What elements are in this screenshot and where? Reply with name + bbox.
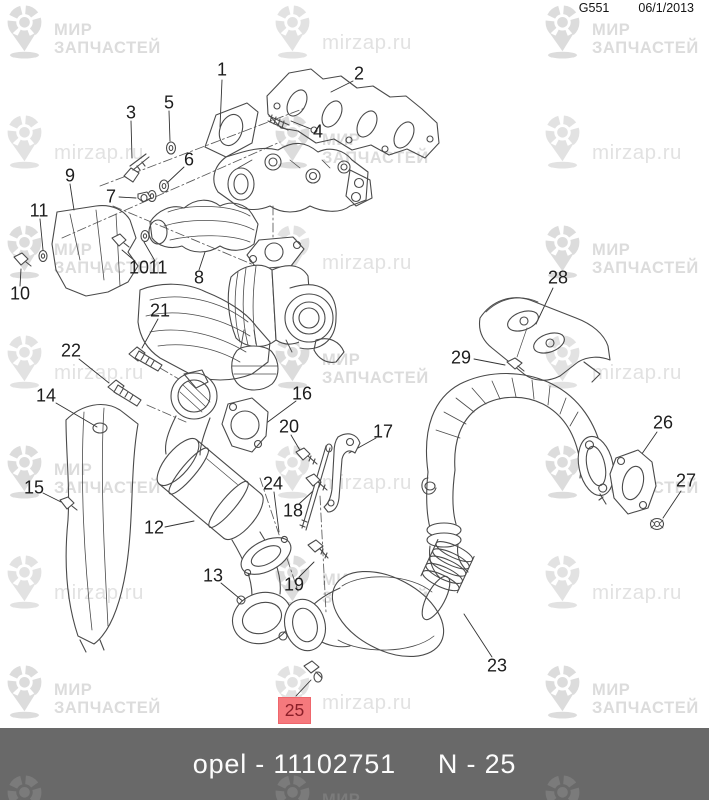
callout-5: 5 xyxy=(163,92,175,113)
callout-28: 28 xyxy=(547,267,569,288)
drawing-date: 06/1/2013 xyxy=(638,1,694,15)
callout-23: 23 xyxy=(486,655,508,676)
callout-26: 26 xyxy=(652,412,674,433)
part-7-nut xyxy=(137,191,152,203)
callout-22: 22 xyxy=(60,340,82,361)
callout-7: 7 xyxy=(105,186,117,207)
callout-10-2: 10 xyxy=(128,257,150,278)
callout-27: 27 xyxy=(675,470,697,491)
callout-12: 12 xyxy=(143,517,165,538)
callout-4: 4 xyxy=(312,121,324,142)
callout-21: 21 xyxy=(149,300,171,321)
part-4-stud xyxy=(267,114,290,131)
callout-9: 9 xyxy=(64,165,76,186)
callout-19: 19 xyxy=(283,574,305,595)
footer-part-text: opel - 11102751 xyxy=(192,748,396,779)
drawing-header: G551 06/1/2013 xyxy=(579,1,694,15)
part-29-bolt xyxy=(506,357,525,372)
part-23-front-pipe xyxy=(283,372,615,658)
part-8-manifold-heat-shield xyxy=(148,199,259,253)
callout-24: 24 xyxy=(262,473,284,494)
part-28-heat-shield xyxy=(478,297,611,383)
watermark-url: mirzap.ru xyxy=(2,772,144,800)
mirzap-pin-logo-icon xyxy=(2,772,47,800)
drawing-code: G551 xyxy=(578,1,610,15)
callout-11-2: 11 xyxy=(148,257,168,278)
assembly-axis-lines xyxy=(61,107,327,613)
part-18-stud xyxy=(299,443,333,531)
part-11-washer-center xyxy=(140,229,150,243)
callout-2: 2 xyxy=(353,63,365,84)
callout-3: 3 xyxy=(125,102,137,123)
part-12-catalytic-converter xyxy=(156,369,281,597)
part-15-bolt xyxy=(59,496,78,511)
highlight-callout-label: 25 xyxy=(284,700,305,720)
part-5-washer xyxy=(165,141,177,155)
callout-11: 11 xyxy=(29,200,49,221)
callout-18: 18 xyxy=(282,500,304,521)
callout-17: 17 xyxy=(372,421,394,442)
part-16-gasket xyxy=(221,397,269,453)
part-10-bolt-left xyxy=(13,252,32,267)
callout-10: 10 xyxy=(9,283,31,304)
callout-29: 29 xyxy=(450,347,472,368)
part-27-nut xyxy=(649,517,665,531)
part-21-bolt xyxy=(128,346,163,372)
part-turbocharger xyxy=(227,264,345,391)
footer-position-text: N - 25 xyxy=(437,748,517,779)
watermark-url: mirzap.ru xyxy=(540,772,682,800)
callout-1: 1 xyxy=(216,59,228,80)
part-9-heat-shield xyxy=(51,205,271,381)
part-19-bolt xyxy=(307,539,329,559)
callout-8: 8 xyxy=(193,267,205,288)
highlight-callout-25[interactable]: 25 xyxy=(278,697,311,724)
part-3-bolt xyxy=(123,153,150,183)
callout-20: 20 xyxy=(278,416,300,437)
part-17-bracket xyxy=(323,433,361,513)
callout-15: 15 xyxy=(23,477,45,498)
mirzap-pin-logo-icon xyxy=(540,772,585,800)
part-11-washer-left xyxy=(38,249,48,263)
part-10-bolt-center xyxy=(111,233,130,248)
callout-6: 6 xyxy=(183,149,195,170)
part-26-gasket xyxy=(609,449,657,515)
part-25-bolt xyxy=(303,660,323,683)
part-22-bolt xyxy=(107,379,142,407)
turbo-inlet-flange xyxy=(246,236,305,270)
part-1-exhaust-manifold xyxy=(204,102,373,213)
part-14-heat-shield xyxy=(65,404,139,653)
parts-diagram-art xyxy=(13,68,682,697)
part-20-bolt xyxy=(295,447,318,465)
callout-14: 14 xyxy=(35,385,57,406)
callout-13: 13 xyxy=(202,565,224,586)
part-18-bolt xyxy=(305,473,328,491)
callout-16: 16 xyxy=(291,383,313,404)
